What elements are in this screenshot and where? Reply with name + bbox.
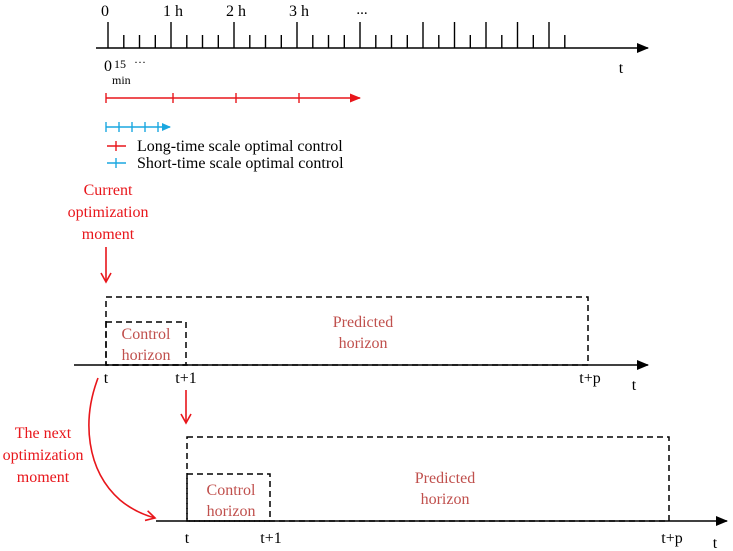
legend-long-label: Long-time scale optimal control [137,138,343,155]
next-control-line-2: horizon [207,503,256,520]
next-tick-t1: t+1 [260,530,281,547]
current-label-line-3: moment [82,226,135,243]
hour-label-1h: 1 h [163,3,183,20]
next-label-line-3: moment [17,469,70,486]
next-moment-label: The next optimization moment [3,377,192,522]
short-scale-arrow [105,122,171,132]
next-predicted-line-1: Predicted [415,470,475,487]
current-predicted-line-2: horizon [339,335,388,352]
current-tick-t1: t+1 [175,370,196,387]
minute-value-label: 15 [114,57,126,71]
current-moment-label: Current optimization moment [68,182,149,284]
next-horizon-block: Control horizon Predicted horizon t t+1 … [156,436,728,551]
hour-label-3h: 3 h [289,3,309,20]
long-scale-arrow [105,93,361,103]
time-axis-ticks [107,22,566,48]
next-axis-t-label: t [713,535,718,551]
current-tick-tp: t+p [579,370,600,387]
minute-ellipsis: ··· [134,55,146,69]
current-predicted-horizon-box [105,296,589,366]
legend-short-label: Short-time scale optimal control [137,155,344,172]
next-predicted-line-2: horizon [421,491,470,508]
next-label-line-2: optimization [3,447,84,464]
minute-unit-label: min [112,73,131,87]
hour-label-2h: 2 h [226,3,246,20]
next-control-line-1: Control [207,482,256,499]
shift-curve-arrow [88,377,157,522]
time-axis-t-label: t [619,60,624,77]
next-tick-tp: t+p [661,530,682,547]
current-control-line-2: horizon [122,347,171,364]
current-predicted-line-1: Predicted [333,314,393,331]
hour-label-0: 0 [101,3,109,20]
current-label-line-1: Current [84,182,133,199]
current-tick-t: t [104,370,109,387]
next-label-line-1: The next [15,425,72,442]
next-tick-t: t [185,530,190,547]
legend: Long-time scale optimal control Short-ti… [107,138,344,172]
current-control-line-1: Control [122,326,171,343]
current-label-line-2: optimization [68,204,149,221]
time-axis: 0 1 h 2 h 3 h ... 0 15 ··· min t [96,2,649,87]
current-horizon-block: Control horizon Predicted horizon t t+1 … [74,296,649,394]
current-axis-t-label: t [632,377,637,394]
minute-zero-label: 0 [104,58,112,75]
hour-label-ellipsis: ... [356,2,367,18]
